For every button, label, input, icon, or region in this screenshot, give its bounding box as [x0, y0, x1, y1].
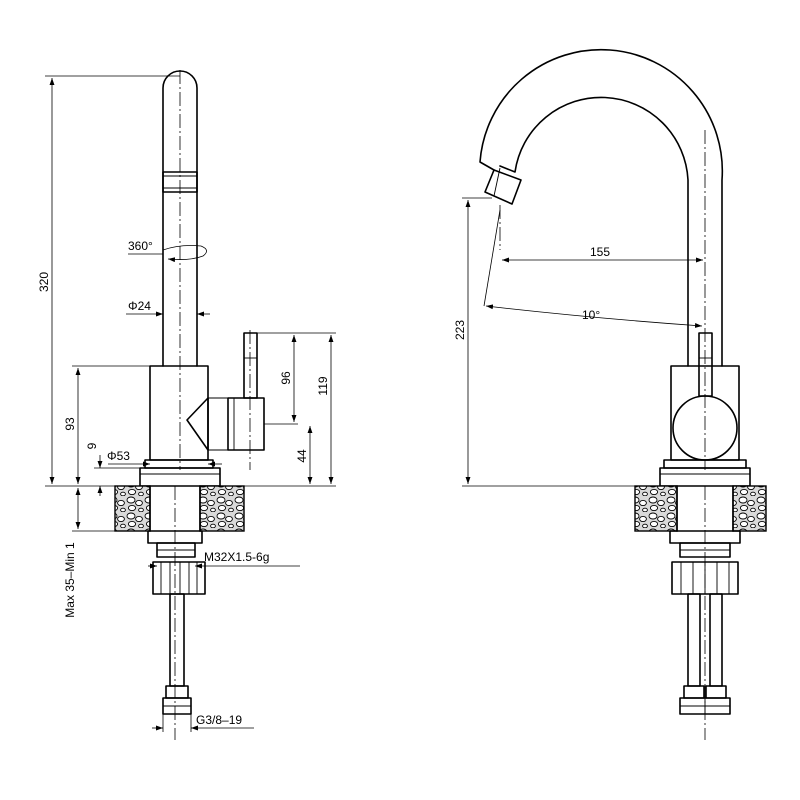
dimension-9: 9 [85, 442, 140, 496]
rotation-360: 360° [128, 239, 207, 263]
reach-155-label: 155 [590, 245, 610, 259]
dimension-mount-thread: M32X1.5-6g [148, 550, 300, 569]
dimension-angle-10: 10° [483, 209, 703, 328]
dimension-phi53: Φ53 [107, 449, 222, 467]
hose-thread-label: G3/8–19 [196, 713, 242, 727]
counter-thickness-label: Max 35–Min 1 [63, 542, 77, 618]
diameter-24-label: Φ24 [128, 299, 151, 313]
dimension-93: 93 [63, 365, 150, 484]
dimension-phi24: Φ24 [126, 299, 210, 317]
spout-column [162, 70, 198, 470]
right-view: 223 155 10° [453, 48, 767, 740]
countertop-section [114, 485, 245, 740]
right-mounting-hardware [669, 530, 741, 715]
dimension-320: 320 [37, 75, 180, 487]
height-96-label: 96 [279, 371, 293, 385]
height-9-label: 9 [85, 442, 99, 449]
dimension-hose-thread: G3/8–19 [152, 713, 254, 732]
mount-thread-label: M32X1.5-6g [204, 550, 269, 564]
height-320-label: 320 [37, 272, 51, 292]
height-223-label: 223 [453, 320, 467, 340]
gooseneck-spout [479, 48, 724, 470]
mounting-hardware [147, 530, 206, 715]
dimension-counter-thickness: Max 35–Min 1 [63, 488, 115, 618]
dimension-223: 223 [453, 197, 660, 487]
height-119-label: 119 [316, 376, 330, 395]
height-44-label: 44 [295, 449, 309, 463]
dimension-handle-heights: 96 119 44 [220, 332, 336, 487]
swing-angle-label: 10° [582, 308, 600, 322]
height-93-label: 93 [63, 417, 77, 431]
handle-cartridge [186, 330, 265, 470]
dimension-155: 155 [502, 245, 703, 263]
right-countertop-section [634, 485, 767, 740]
diameter-53-label: Φ53 [107, 449, 130, 463]
right-faucet-body [659, 332, 751, 487]
left-view: 320 93 9 Φ53 360° [37, 70, 336, 740]
rotation-label: 360° [128, 239, 153, 253]
